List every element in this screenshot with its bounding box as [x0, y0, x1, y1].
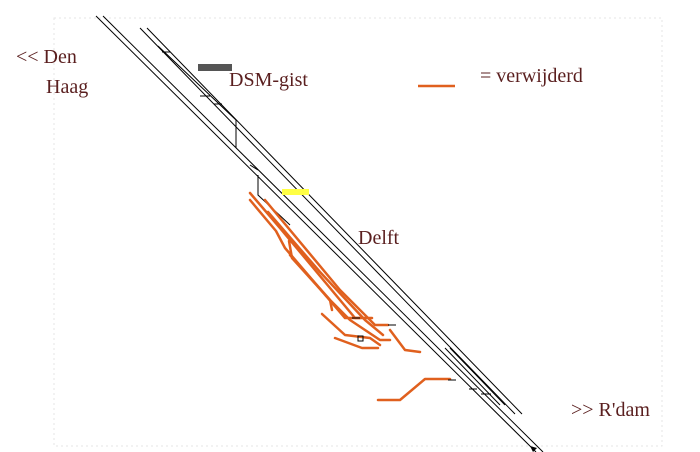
- track-end-arrow: [530, 446, 537, 452]
- delft-junction-track: [257, 175, 291, 226]
- removed-track-6: [288, 253, 392, 342]
- removed-track-8: [333, 336, 380, 350]
- rdam-label: >> R'dam: [571, 399, 650, 421]
- main-track-3: [139, 27, 516, 415]
- frame-border: [53, 17, 663, 447]
- south-track-2: [449, 347, 506, 406]
- den-haag-label-line2: Haag: [46, 76, 89, 98]
- station-highlight: [282, 189, 309, 195]
- removed-track-9: [388, 328, 422, 354]
- den-haag-label-line1: << Den: [16, 46, 77, 68]
- removed-track-4: [266, 210, 385, 337]
- main-track-4: [146, 27, 523, 415]
- removed-tracks: [248, 191, 452, 402]
- removed-track-10: [376, 377, 452, 402]
- removed-track-3: [263, 198, 390, 327]
- main-tracks: [95, 15, 544, 452]
- signal-box: [357, 335, 364, 342]
- dsm-siding: [157, 45, 291, 226]
- south-track-1: [444, 347, 501, 406]
- dsm-label: DSM-gist: [229, 69, 308, 91]
- removed-track-2: [248, 198, 362, 320]
- removed-track-5: [287, 239, 334, 312]
- delft-label: Delft: [358, 227, 400, 249]
- junction-tick: [249, 164, 259, 171]
- dsm-building-block: [198, 64, 232, 71]
- main-track-1: [95, 15, 537, 452]
- legend-label: = verwijderd: [480, 65, 583, 87]
- main-track-2: [102, 15, 544, 452]
- dsm-branch-track: [157, 45, 237, 148]
